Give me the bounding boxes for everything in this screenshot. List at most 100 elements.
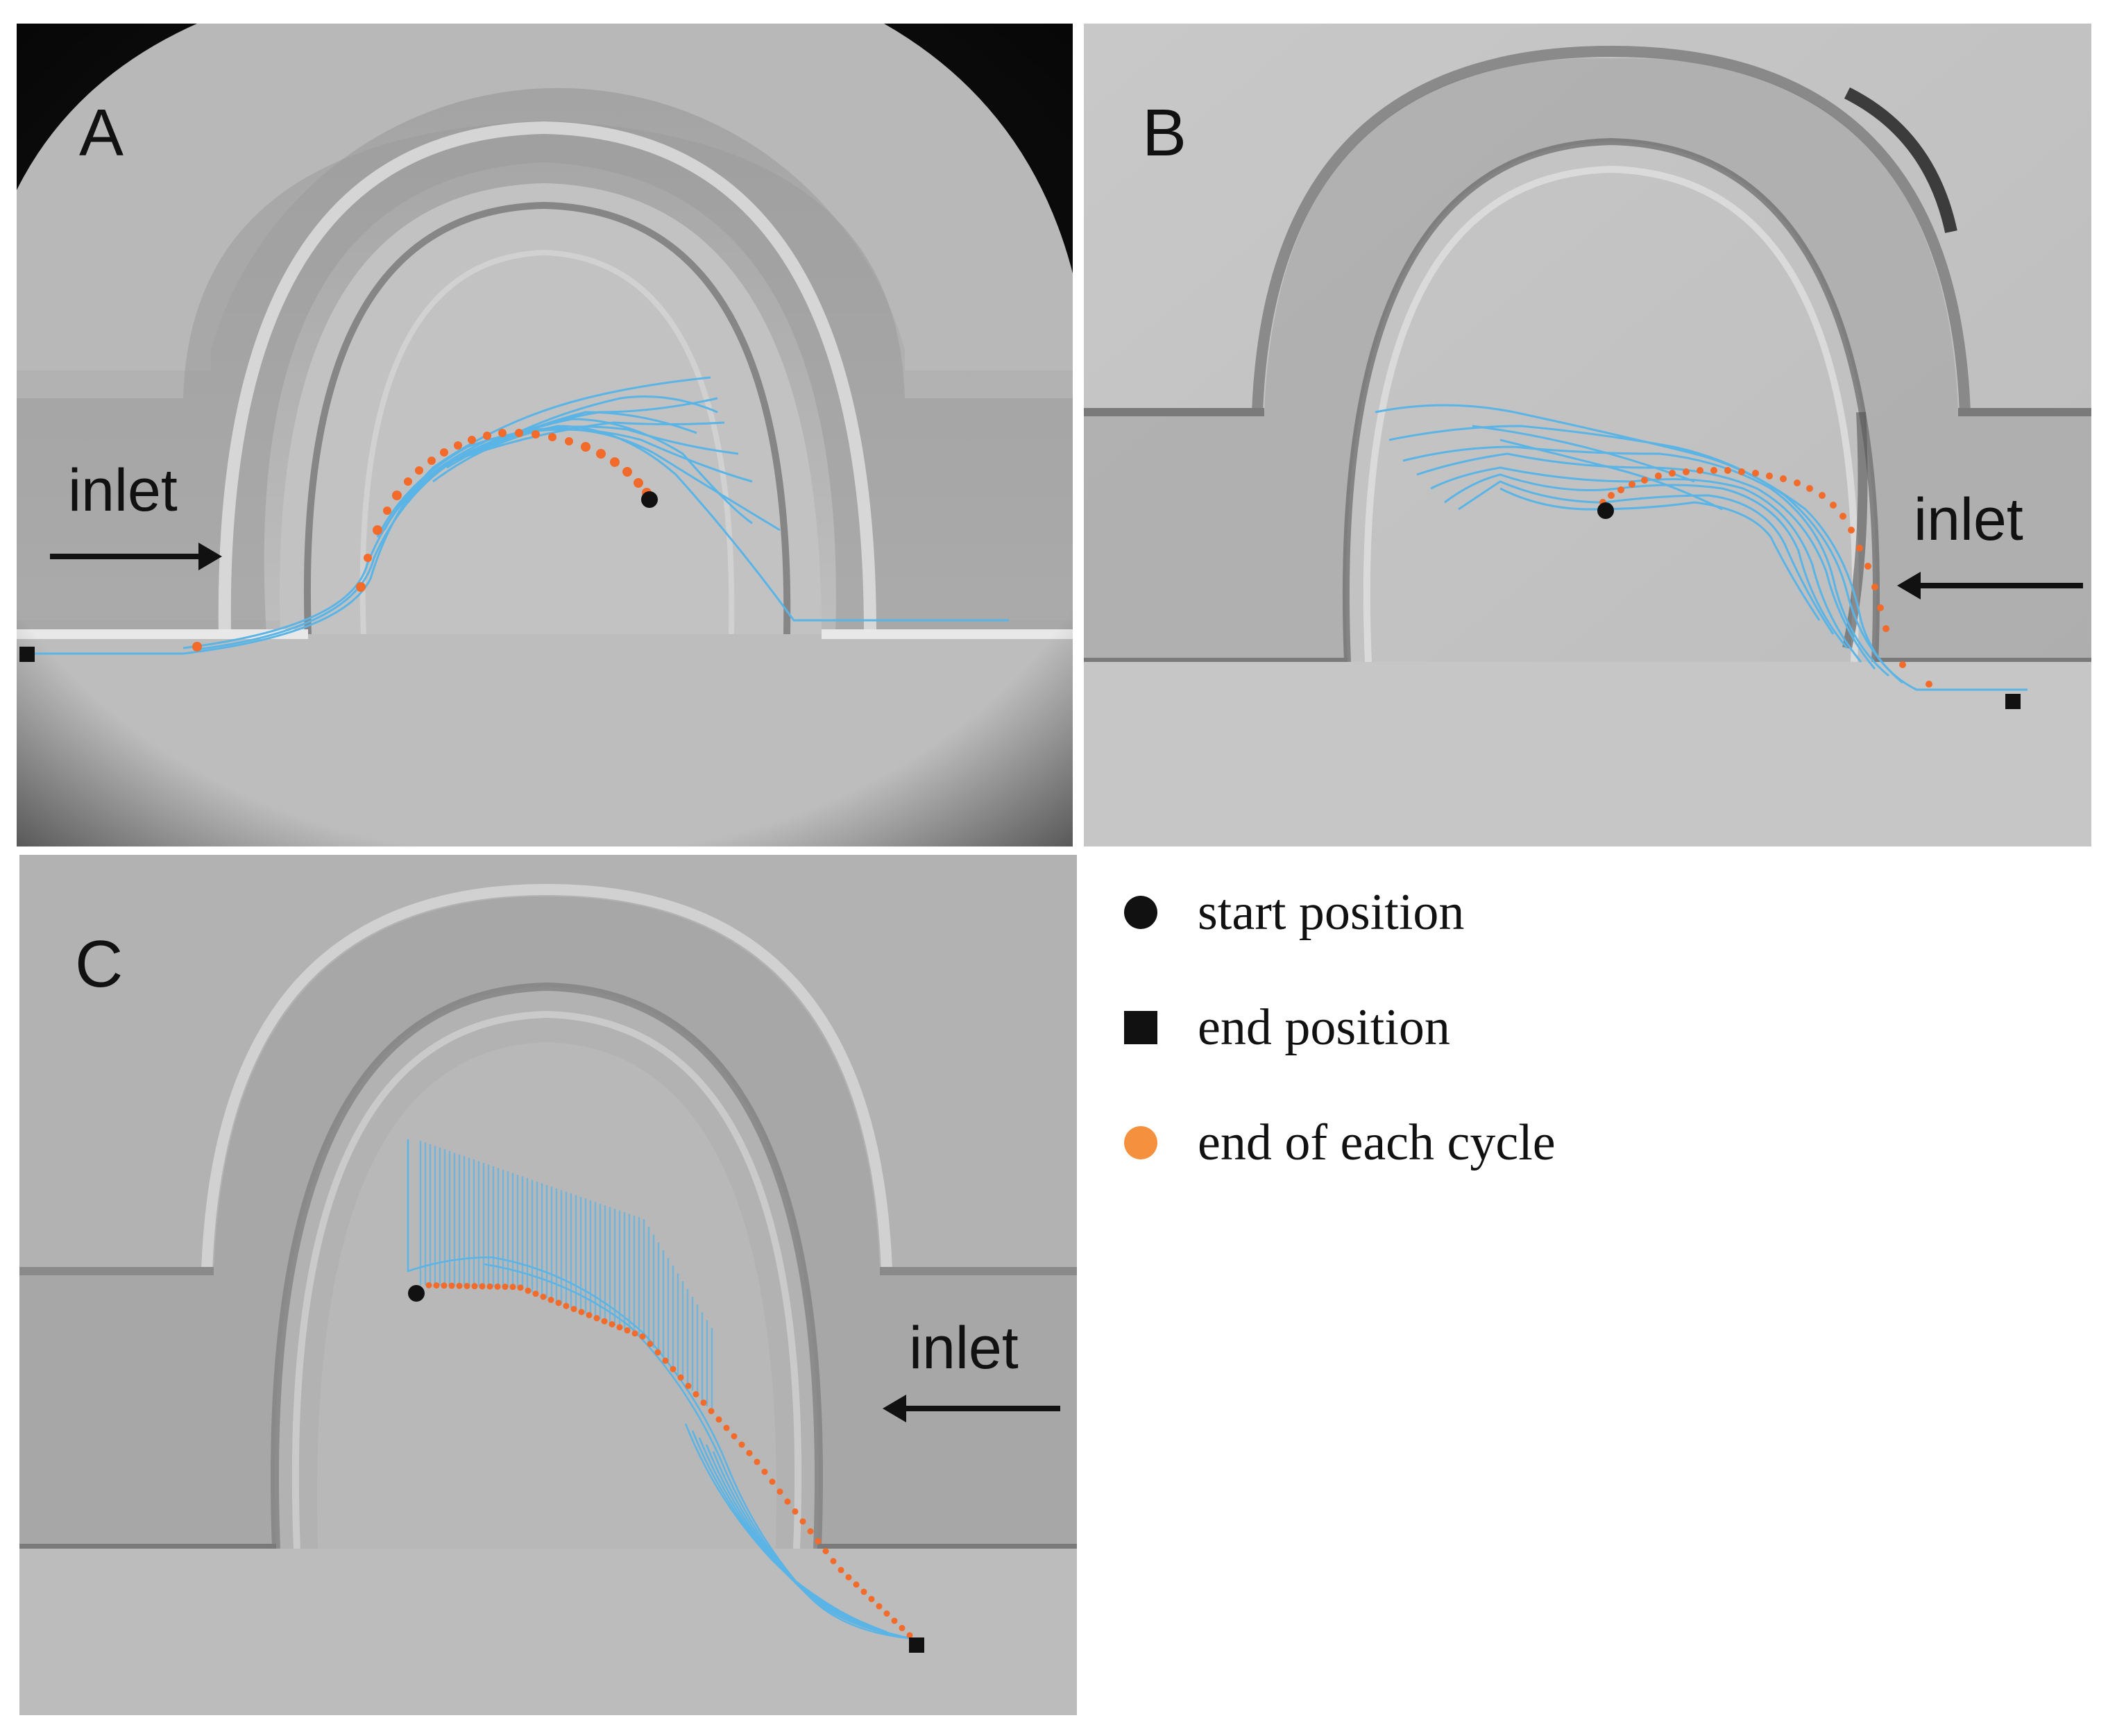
cycle-end-dot [868, 1596, 875, 1603]
cycle-end-dot [517, 1284, 524, 1291]
cycle-end-dot [654, 1349, 661, 1356]
cycle-end-dot [502, 1284, 509, 1291]
cycle-end-dot [838, 1567, 844, 1574]
cycle-end-dot [845, 1574, 852, 1581]
cycle-end-dot [685, 1382, 692, 1389]
microscope-image-a [17, 24, 1073, 846]
cycle-end-dot [662, 1357, 669, 1364]
cycle-end-dot [563, 1302, 570, 1309]
cycle-end-dot [677, 1374, 684, 1381]
cycle-end-dot [601, 1318, 608, 1325]
cycle-end-dot [761, 1468, 768, 1475]
cycle-end-dot [738, 1441, 745, 1448]
end-position-marker-a [19, 647, 35, 662]
cycle-end-dot [624, 1327, 631, 1334]
cycle-end-dot [570, 1306, 577, 1313]
cycle-end-dot [433, 1282, 440, 1289]
cycle-end-icon [1124, 1126, 1157, 1159]
cycle-end-dot [464, 1282, 470, 1289]
cycle-end-dot [540, 1293, 547, 1300]
cycle-end-dot [708, 1408, 715, 1415]
legend-label-cycle: end of each cycle [1198, 1114, 1556, 1171]
cycle-end-dots-b [1599, 467, 1932, 688]
panel-b: B inlet [1084, 24, 2091, 846]
cycle-end-dot [906, 1632, 913, 1639]
legend-label-start: start position [1198, 883, 1465, 941]
cycle-end-dot [876, 1603, 883, 1610]
cycle-end-dot [479, 1283, 486, 1290]
trajectory-verticals-c [419, 1141, 713, 1412]
cycle-end-dot [723, 1424, 730, 1431]
inlet-label-a: inlet [68, 457, 178, 524]
cycle-end-dot [525, 1287, 532, 1294]
cycle-end-dot [593, 1315, 600, 1322]
cycle-end-dot [853, 1581, 860, 1588]
inlet-label-b: inlet [1914, 486, 2023, 553]
cycle-end-dot [883, 1610, 890, 1617]
cycle-end-dot [692, 1391, 699, 1397]
cycle-end-dot [448, 1282, 455, 1289]
cycle-end-dot [609, 1321, 615, 1328]
cycle-end-dot [486, 1283, 493, 1290]
cycle-end-dot [586, 1311, 593, 1318]
cycle-end-dot [639, 1333, 646, 1340]
end-position-icon [1124, 1011, 1157, 1044]
cycle-end-dot [769, 1479, 776, 1485]
cycle-end-dot [830, 1558, 837, 1565]
inlet-arrow-a [50, 543, 222, 570]
end-position-marker-c [909, 1637, 924, 1653]
cycle-end-dots-c [425, 1282, 913, 1639]
cycle-end-dot [899, 1624, 906, 1631]
trajectory-lines-c [407, 1139, 915, 1640]
cycle-end-dot [532, 1291, 539, 1297]
cycle-end-dots-a [192, 429, 652, 652]
cycle-end-dot [441, 1282, 448, 1289]
cycle-end-dot [731, 1433, 738, 1440]
legend-label-end: end position [1198, 998, 1450, 1056]
cycle-end-dot [616, 1324, 623, 1331]
cycle-end-dot [578, 1309, 585, 1316]
cycle-end-dot [631, 1330, 638, 1337]
start-position-marker-a [641, 491, 658, 508]
legend-item-cycle: end of each cycle [1124, 1112, 1556, 1174]
legend-item-start: start position [1124, 881, 1464, 944]
inlet-arrow-c [883, 1395, 1060, 1422]
panel-letter-a: A [79, 96, 124, 170]
trajectory-lines-a [28, 376, 1009, 655]
cycle-end-dot [509, 1284, 516, 1291]
microscope-image-b [1084, 24, 2091, 846]
trajectory-lines-b [1375, 404, 2028, 691]
cycle-end-dot [670, 1365, 677, 1372]
panel-a: A inlet [17, 24, 1073, 846]
end-position-marker-b [2005, 694, 2021, 709]
start-position-marker-c [408, 1285, 425, 1302]
cycle-end-dot [715, 1416, 722, 1423]
cycle-end-dot [754, 1458, 760, 1465]
panel-letter-c: C [75, 927, 124, 1001]
cycle-end-dot [647, 1341, 654, 1347]
legend-item-end: end position [1124, 996, 1450, 1059]
cycle-end-dot [746, 1449, 753, 1456]
cycle-end-dot [555, 1300, 562, 1307]
cycle-end-dot [456, 1282, 463, 1289]
panel-c: C inlet [19, 855, 1077, 1715]
cycle-end-dot [860, 1588, 867, 1595]
cycle-end-dot [494, 1283, 501, 1290]
cycle-end-dot [822, 1548, 829, 1555]
legend: start position end position end of each … [1124, 881, 2026, 1173]
cycle-end-dot [807, 1528, 814, 1535]
cycle-end-dot [799, 1518, 806, 1525]
cycle-end-dot [784, 1498, 791, 1505]
cycle-end-dot [891, 1617, 898, 1624]
panel-letter-b: B [1142, 96, 1187, 170]
inlet-arrow-b [1897, 572, 2083, 599]
start-position-icon [1124, 896, 1157, 929]
cycle-end-dot [547, 1296, 554, 1303]
cycle-end-dot [471, 1283, 478, 1290]
cycle-end-dot [776, 1488, 783, 1495]
inlet-label-c: inlet [909, 1315, 1019, 1381]
microscope-image-c [19, 855, 1077, 1715]
cycle-end-dot [700, 1399, 707, 1406]
cycle-end-dot [815, 1538, 822, 1544]
cycle-end-dot [792, 1508, 799, 1515]
